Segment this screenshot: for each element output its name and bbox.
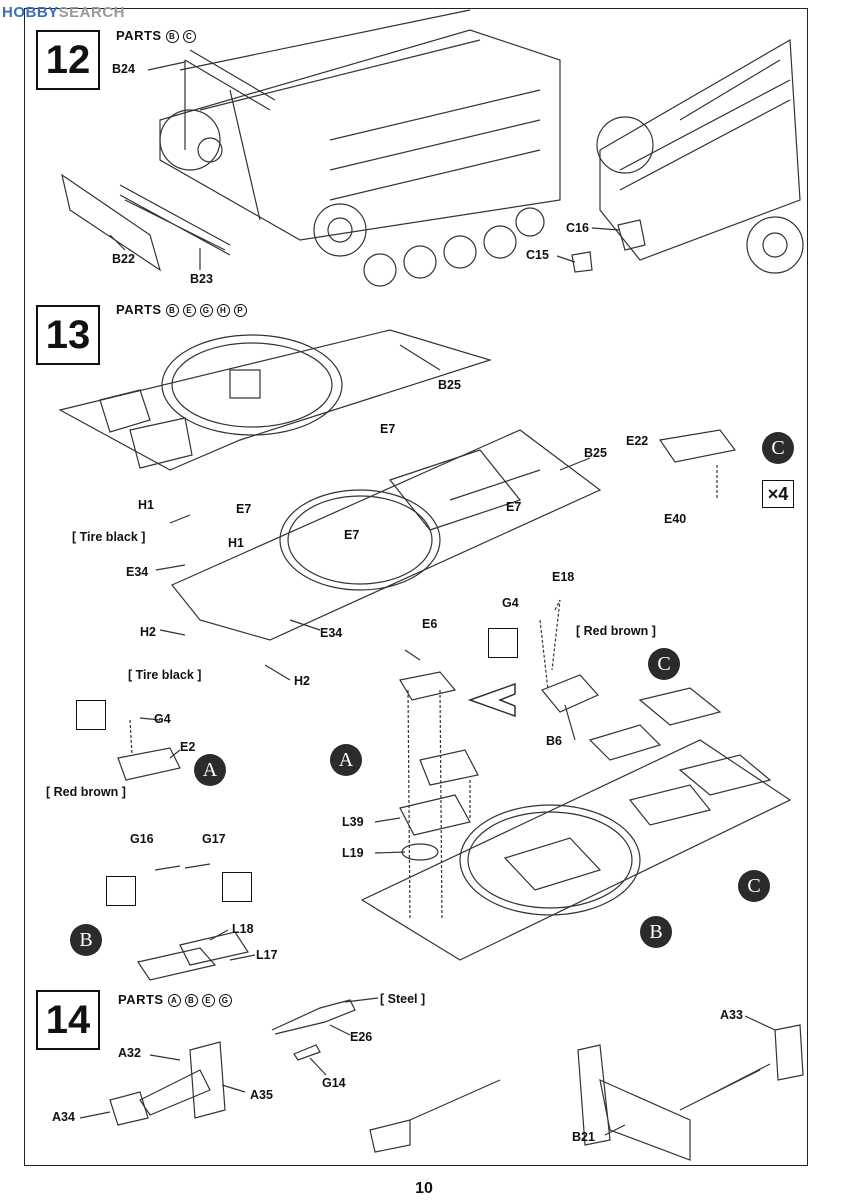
label-e40: E40 (664, 512, 687, 526)
watermark: HOBBYSEARCH (2, 4, 126, 21)
label-b25-bottom: B25 (584, 446, 607, 460)
label-g4-a: G4 (502, 596, 519, 610)
label-l19: L19 (342, 846, 364, 860)
label-g16: G16 (130, 832, 154, 846)
floor-plate-b25-top (58, 329, 493, 471)
badge-a-left: A (194, 754, 226, 786)
label-c15: C15 (526, 248, 549, 262)
label-e7-left: E7 (236, 502, 252, 516)
label-h1-a: H1 (138, 498, 154, 512)
paint-icon-g16 (106, 876, 136, 906)
label-a35: A35 (250, 1088, 273, 1102)
hull-floor-illustration (360, 739, 792, 961)
label-e22: E22 (626, 434, 649, 448)
parts-l17-l18 (137, 931, 249, 981)
label-b24: B24 (112, 62, 135, 76)
part-steel-barrel (369, 1079, 501, 1153)
label-b6: B6 (546, 734, 562, 748)
label-b21: B21 (572, 1130, 595, 1144)
badge-c-top: C (762, 432, 794, 464)
label-b23: B23 (190, 272, 213, 286)
hull-right-illustration (599, 38, 801, 261)
paint-icon-red-brown-a (488, 628, 518, 658)
label-steel: [ Steel ] (380, 992, 426, 1006)
label-e18: E18 (552, 570, 575, 584)
part-b6 (541, 674, 599, 713)
label-a33: A33 (720, 1008, 743, 1022)
badge-c-mid: C (648, 648, 680, 680)
multiplier-x4: ×4 (762, 480, 794, 508)
label-b22: B22 (112, 252, 135, 266)
label-tire-black-b: [ Tire black ] (128, 668, 202, 682)
label-red-brown-b: [ Red brown ] (46, 785, 126, 799)
step-14-number: 14 (36, 990, 100, 1050)
label-e7-right: E7 (506, 500, 522, 514)
rail-b24 (184, 49, 276, 150)
part-g14 (293, 1044, 321, 1061)
direction-arrow (467, 682, 516, 718)
page-number: 10 (415, 1180, 433, 1197)
label-g17: G17 (202, 832, 226, 846)
c-plates (588, 687, 772, 826)
label-l39: L39 (342, 815, 364, 829)
label-b25-top: B25 (438, 378, 461, 392)
hatch-e22 (658, 429, 737, 463)
label-e6: E6 (422, 617, 438, 631)
hull-left-illustration (159, 29, 561, 241)
label-a32: A32 (118, 1046, 141, 1060)
paint-icon-g17 (222, 872, 252, 902)
label-e7-top: E7 (380, 422, 396, 436)
label-g14: G14 (322, 1076, 346, 1090)
part-a34 (109, 1091, 149, 1126)
part-a35 (189, 1041, 226, 1119)
part-b21 (577, 1044, 691, 1161)
label-l17: L17 (256, 948, 278, 962)
rear-plate-b22 (61, 173, 162, 272)
label-e7-center: E7 (344, 528, 360, 542)
label-red-brown-a: [ Red brown ] (576, 624, 656, 638)
badge-c-bottom: C (738, 870, 770, 902)
badge-a-center: A (330, 744, 362, 776)
page-frame (24, 8, 808, 1166)
label-e34-a: E34 (126, 565, 149, 579)
step-12-number: 12 (36, 30, 100, 90)
badge-b-center: B (640, 916, 672, 948)
label-c16: C16 (566, 221, 589, 235)
part-e26 (271, 999, 356, 1035)
label-l18: L18 (232, 922, 254, 936)
paint-icon-red-brown-b (76, 700, 106, 730)
step-13-number: 13 (36, 305, 100, 365)
floor-plate-b25-bottom (171, 429, 602, 641)
label-e26: E26 (350, 1030, 373, 1044)
part-e2 (117, 747, 181, 781)
rail-b23 (119, 184, 231, 256)
label-g4-b: G4 (154, 712, 171, 726)
label-tire-black-a: [ Tire black ] (72, 530, 146, 544)
label-a34: A34 (52, 1110, 75, 1124)
badge-b-left: B (70, 924, 102, 956)
label-e34-b: E34 (320, 626, 343, 640)
label-h2-a: H2 (140, 625, 156, 639)
part-a33 (774, 1024, 804, 1081)
label-h2-b: H2 (294, 674, 310, 688)
label-h1-b: H1 (228, 536, 244, 550)
label-e2: E2 (180, 740, 196, 754)
